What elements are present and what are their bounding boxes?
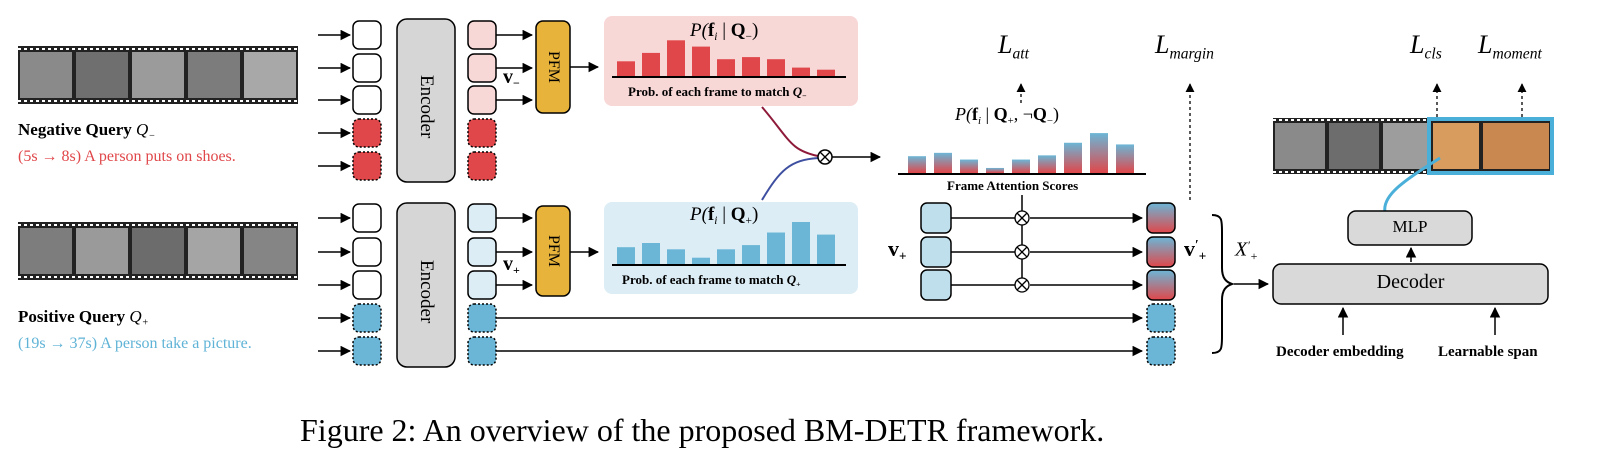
mlp-to-moment-curve — [1383, 156, 1441, 213]
frame-attention-bar-1 — [908, 156, 926, 173]
negative-prob-bars — [617, 40, 835, 76]
loss-margin: Lmargin — [1155, 30, 1214, 63]
v-minus-label: v− — [503, 66, 520, 91]
loss-att: Latt — [998, 30, 1029, 63]
positive-prob-title: P(fi | Q+) — [690, 204, 759, 227]
combine-node — [817, 149, 833, 165]
negative-encoder — [396, 18, 456, 183]
v-plus-label-pfm: v+ — [503, 253, 520, 278]
frame-attention-bar-2 — [934, 152, 952, 173]
decoder-box — [1272, 263, 1549, 305]
positive-prob-bar-3 — [667, 249, 685, 264]
frame-attention-bar-8 — [1090, 133, 1108, 173]
positive-encoder — [396, 202, 456, 368]
negative-encoder-label: Encoder — [416, 75, 437, 139]
frame-attention-bars — [908, 133, 1134, 173]
predicted-moment-highlight — [1427, 117, 1554, 175]
negative-query-title: Negative Query Q− — [18, 120, 156, 142]
positive-prob-bar-9 — [817, 234, 835, 264]
negative-prob-caption: Prob. of each frame to match Q− — [628, 84, 807, 101]
frame-attention-bar-9 — [1116, 144, 1134, 173]
positive-query-description: (19s → 37s) A person take a picture. — [18, 335, 252, 352]
negative-pfm — [535, 20, 571, 114]
v-plus-tokens — [920, 202, 952, 301]
positive-encoder-label: Encoder — [416, 260, 437, 324]
positive-prob-caption: Prob. of each frame to match Q+ — [622, 272, 801, 289]
negative-pfm-label: PFM — [545, 50, 562, 84]
curly-brace — [1211, 214, 1236, 354]
positive-query-lines — [496, 312, 1144, 357]
frame-attention-bar-5 — [1012, 159, 1030, 173]
frame-attention-bar-3 — [960, 159, 978, 173]
negative-input-arrows — [318, 29, 352, 172]
negative-output-tokens — [467, 20, 497, 181]
negative-prob-title: P(fi | Q−) — [690, 20, 759, 43]
negative-prob-bar-7 — [767, 59, 785, 76]
positive-to-pfm-arrows — [496, 212, 600, 291]
v-plus-prime-label: v′+ — [1184, 236, 1207, 264]
positive-pfm — [535, 205, 571, 297]
negative-prob-bar-3 — [667, 40, 685, 76]
figure-caption: Figure 2: An overview of the proposed BM… — [300, 412, 1105, 448]
positive-prob-bar-2 — [642, 243, 660, 264]
mlp-label: MLP — [1392, 217, 1428, 236]
negative-prob-bar-1 — [617, 61, 635, 76]
v-plus-label: v+ — [888, 236, 907, 264]
positive-prob-bar-4 — [692, 257, 710, 264]
positive-combine-curve — [761, 157, 819, 201]
x-plus-prime-label: X′+ — [1235, 238, 1258, 263]
negative-query-description: (5s → 8s) A person puts on shoes. — [18, 148, 236, 165]
multiply-nodes — [1014, 210, 1030, 293]
positive-pfm-label: PFM — [545, 234, 562, 268]
positive-prob-bars — [617, 222, 835, 264]
positive-prob-bar-8 — [792, 222, 810, 264]
negative-prob-bar-4 — [692, 46, 710, 76]
positive-output-tokens — [467, 203, 497, 366]
negative-prob-bar-6 — [742, 57, 760, 76]
negative-video-strip — [18, 46, 298, 104]
positive-prob-bar-7 — [767, 232, 785, 264]
negative-prob-bar-9 — [817, 69, 835, 76]
learnable-span-label: Learnable span — [1438, 344, 1538, 360]
positive-query-title: Positive Query Q+ — [18, 307, 149, 329]
positive-prob-bar-1 — [617, 247, 635, 264]
negative-prob-bar-8 — [792, 67, 810, 76]
frame-attention-bar-4 — [986, 167, 1004, 173]
output-video-strip — [1273, 118, 1553, 174]
decoder-embedding-label: Decoder embedding — [1276, 344, 1404, 360]
negative-input-tokens — [352, 20, 382, 181]
frame-attention-caption: Frame Attention Scores — [947, 178, 1079, 193]
positive-video-strip — [18, 222, 298, 280]
loss-cls: Lcls — [1410, 30, 1442, 63]
frame-attention-bar-7 — [1064, 142, 1082, 173]
frame-attention-bar-6 — [1038, 155, 1056, 173]
v-plus-prime-tokens — [1146, 202, 1176, 366]
v-plus-lines — [951, 212, 1144, 291]
mlp-box — [1347, 210, 1473, 246]
negative-to-pfm-arrows — [496, 29, 600, 106]
decoder-label: Decoder — [1376, 271, 1445, 293]
negative-prob-bar-5 — [717, 59, 735, 76]
negative-combine-curve — [761, 106, 819, 157]
loss-moment: Lmoment — [1478, 30, 1542, 63]
frame-attention-title: P(fi | Q+, ¬Q−) — [955, 104, 1059, 127]
positive-input-arrows — [318, 212, 352, 357]
negative-prob-bar-2 — [642, 52, 660, 76]
positive-input-tokens — [352, 203, 382, 366]
positive-prob-bar-5 — [717, 249, 735, 264]
positive-prob-bar-6 — [742, 245, 760, 264]
